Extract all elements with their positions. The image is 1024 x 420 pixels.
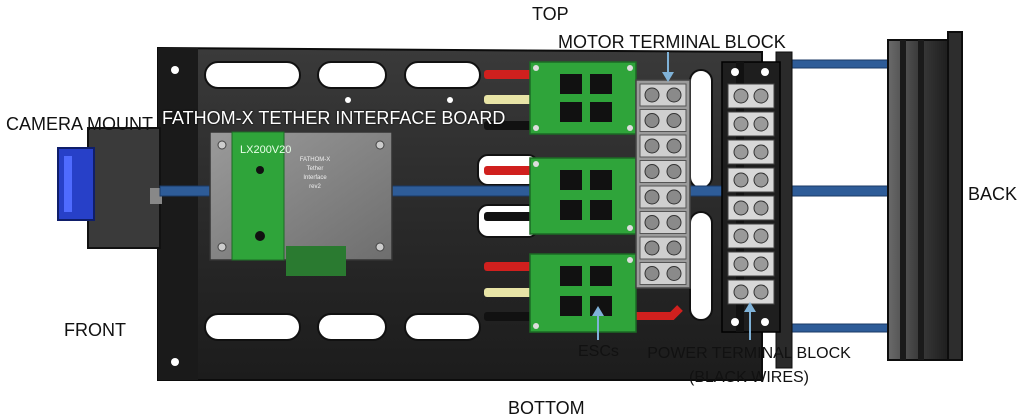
- back-end-cap: [775, 31, 963, 369]
- board-print-line3: Interface: [303, 175, 327, 181]
- power-terminal: [727, 251, 775, 277]
- board-print-line4: rev2: [309, 184, 321, 190]
- label-motor-terminal-block: MOTOR TERMINAL BLOCK: [558, 32, 786, 52]
- motor-terminal: [639, 236, 687, 260]
- motor-terminal: [639, 109, 687, 132]
- label-power-terminal-block-line1: POWER TERMINAL BLOCK: [647, 345, 851, 362]
- label-escs: ESCs: [578, 343, 619, 360]
- power-terminal: [727, 111, 775, 137]
- motor-terminal: [639, 134, 687, 158]
- label-tether-board: FATHOM-X TETHER INTERFACE BOARD: [162, 108, 506, 128]
- label-camera-mount: CAMERA MOUNT: [6, 114, 154, 134]
- power-terminal: [727, 83, 775, 109]
- power-terminal: [727, 223, 775, 249]
- label-top: TOP: [532, 4, 569, 24]
- motor-terminal: [639, 185, 687, 209]
- label-back: BACK: [968, 184, 1018, 204]
- label-power-terminal-block: POWER TERMINAL BLOCK (BLACK WIRES): [640, 344, 858, 388]
- tether-interface-board: [209, 131, 393, 276]
- camera-mount: [57, 127, 162, 249]
- power-terminal: [727, 167, 775, 193]
- motor-terminal: [639, 262, 687, 285]
- label-front: FRONT: [64, 320, 126, 340]
- motor-terminal: [639, 211, 687, 234]
- board-print-line2: Tether: [306, 166, 324, 172]
- board-model-text: LX200V20: [240, 144, 292, 156]
- power-terminal: [727, 195, 775, 221]
- motor-terminal: [639, 160, 687, 183]
- board-print-block: FATHOM-X Tether Interface rev2: [292, 156, 338, 192]
- esc-boards: [529, 61, 637, 333]
- power-terminal: [727, 139, 775, 165]
- board-print-line1: FATHOM-X: [299, 157, 331, 163]
- power-terminal-block: [721, 61, 781, 333]
- motor-terminal-block: [635, 79, 691, 289]
- label-power-terminal-block-line2: (BLACK WIRES): [688, 369, 809, 386]
- label-bottom: BOTTOM: [508, 398, 585, 418]
- motor-terminal: [639, 83, 687, 107]
- power-terminal: [727, 279, 775, 305]
- pointer-arrows: [592, 52, 756, 340]
